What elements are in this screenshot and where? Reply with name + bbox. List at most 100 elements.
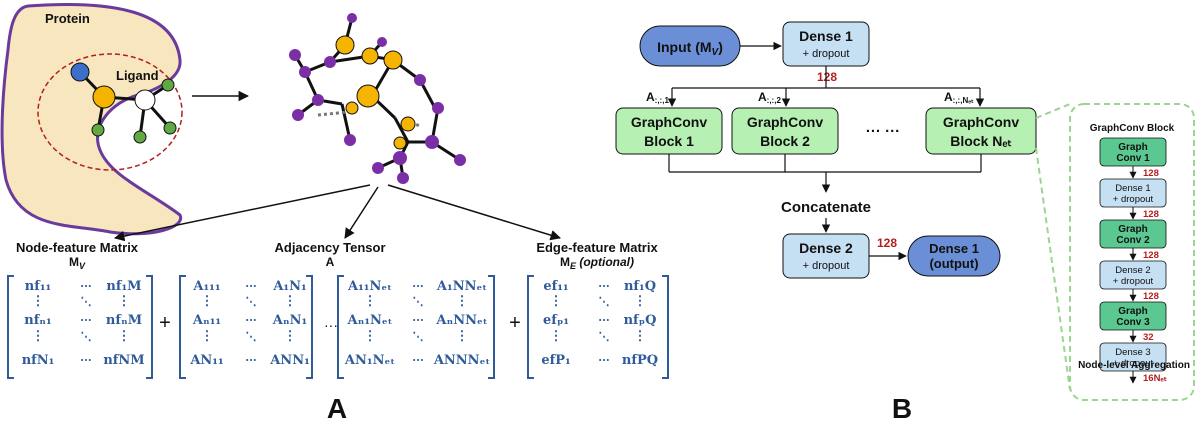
graphconv-block-n-line1: GraphConv [943,114,1019,130]
graph-node-purple [397,172,409,184]
matrix-cell: ⋱ [246,330,257,343]
atom-green [91,123,105,137]
matrix-cell: nfPQ [622,353,658,368]
panel-b: Input (MV) Dense 1 + dropout 128 A:,:,1 … [615,21,1195,423]
graphconv-block-n-line2: Block Nₑₜ [950,133,1012,149]
atom-green [133,130,147,144]
matrix-cell: ef₁₁ [543,279,568,294]
inset-box-label: Graph [1118,224,1147,235]
matrix-cell: A₁N₁ [272,279,306,294]
matrix-cell: ··· [598,354,610,367]
matrix-cell: A₁₁₁ [192,279,220,294]
dense2-title: Dense 2 [799,240,853,256]
protein-shape [0,3,183,236]
matrix-cell: efₚ₁ [543,313,569,328]
graph-node-purple [454,154,466,166]
graphconv-block-2-line1: GraphConv [747,114,823,130]
arrow-to-edge-feature [387,184,562,241]
output-title: Dense 1 [929,241,979,256]
matrix-cell: ⋮ [118,329,131,344]
adjacency-symbol: A [326,255,335,269]
molecular-graph [289,13,466,184]
tensor-separator: ··· [324,317,338,333]
matrix-cell: ⋮ [634,329,647,344]
matrix-cell: ⋮ [284,329,297,344]
matrix-bracket-left [7,275,14,379]
inset-box-label: Conv 3 [1116,317,1150,328]
graph-node-yellow [361,47,379,65]
matrix-cell: ⋱ [413,295,424,308]
dense2-sub: + dropout [803,260,850,272]
matrix-bracket-right [662,275,669,379]
matrix-cell: ⋱ [81,330,92,343]
matrix-cell: Aₙ₁Nₑₜ [346,313,392,328]
inset-box-label: Graph [1118,306,1147,317]
matrix-cell: ⋮ [364,329,377,344]
matrix-cell: ⋮ [456,329,469,344]
graph-node-purple [393,151,407,165]
graph-node-purple [432,102,444,114]
node-feature-title: Node-feature Matrix [16,240,139,255]
matrix-cell: ANN₁ [269,353,310,368]
inset-box-label: Graph [1118,142,1147,153]
edge-feature-title: Edge-feature Matrix [536,240,658,255]
graph-node-yellow [400,116,416,132]
matrix-cell: ··· [598,280,610,293]
output-node [907,235,1001,277]
matrix-cell: AN₁Nₑₜ [344,353,395,368]
block-ellipsis: ··· ··· [866,123,900,140]
matrix-cell: ··· [598,314,610,327]
graph-node-yellow [383,50,403,70]
zoom-line [1035,147,1071,391]
inset-dim-label: 128 [1143,168,1159,179]
matrix-bracket-right [306,275,313,379]
graph-node-purple [347,13,357,23]
matrix-cell: nfₙM [106,313,142,328]
matrix-cell: ··· [245,314,257,327]
matrix-cell: efP₁ [541,353,570,368]
adjacency-matrix-last: A₁₁Nₑₜ···A₁NNₑₜ⋮⋱⋮Aₙ₁Nₑₜ···AₙNNₑₜ⋮⋱⋮AN₁N… [337,275,495,379]
atom-green [163,121,177,135]
panel-a: Protein Ligand [0,3,669,423]
plus-sign: + [159,312,171,334]
dense1-dim: 128 [817,70,837,84]
matrix-cell: A₁₁Nₑₜ [347,279,392,294]
matrix-cell: AN₁₁ [189,353,223,368]
matrix-cell: ··· [80,280,92,293]
graph-node-yellow [345,101,359,115]
ligand-label: Ligand [116,68,159,83]
graph-node-yellow [356,84,380,108]
inset-box-label: Dense 1 [1115,183,1150,194]
matrix-cell: ⋮ [284,294,297,309]
matrix-cell: ⋱ [246,295,257,308]
panel-label-a: A [327,393,347,423]
matrix-cell: nfN₁ [22,353,55,368]
matrix-cell: ⋮ [456,294,469,309]
adjacency-matrix-first: A₁₁₁···A₁N₁⋮⋱⋮Aₙ₁₁···AₙN₁⋮⋱⋮AN₁₁···ANN₁ [179,275,313,379]
inset-dim-label: 128 [1143,209,1159,220]
dense1-sub: + dropout [803,48,850,60]
matrix-cell: ··· [245,280,257,293]
atom-green [161,78,175,92]
graph-node-purple [299,66,311,78]
matrix-cell: ⋮ [634,294,647,309]
matrix-cell: ⋱ [599,295,610,308]
inset-box-label: Conv 1 [1116,153,1150,164]
output-sub: (output) [929,256,978,271]
matrix-cell: ⋮ [32,294,45,309]
matrix-cell: ··· [80,354,92,367]
matrix-cell: A₁NNₑₜ [436,279,487,294]
dense2-dim: 128 [877,236,897,250]
matrix-bracket-left [179,275,186,379]
inset-dim-label: 32 [1143,332,1154,343]
inset-aggregation: Node-level Aggregation [1078,360,1190,371]
graph-node-purple [324,56,336,68]
arrow-to-node-feature [113,184,371,242]
panel-label-b: B [892,393,912,423]
matrix-cell: ⋱ [413,330,424,343]
protein-label: Protein [45,11,90,26]
node-feature-matrix: nf₁₁···nf₁M⋮⋱⋮nfₙ₁···nfₙM⋮⋱⋮nfN₁···nfNM [7,275,153,379]
matrix-cell: AₙN₁ [272,313,307,328]
inset-title: GraphConv Block [1090,123,1175,134]
